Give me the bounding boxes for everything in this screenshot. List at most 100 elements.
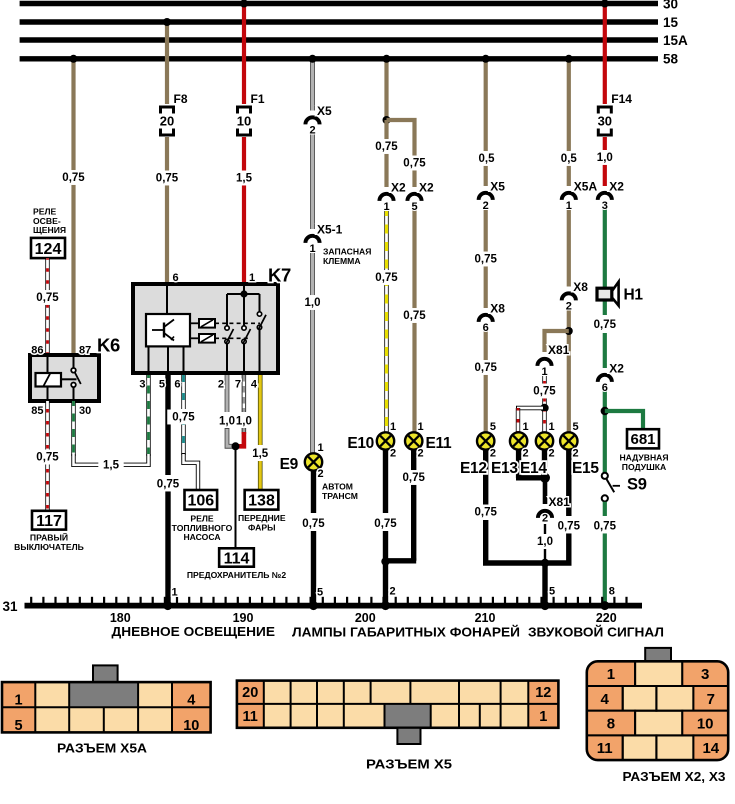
- svg-text:4: 4: [601, 691, 610, 708]
- svg-text:86: 86: [31, 345, 43, 357]
- svg-text:E15: E15: [572, 460, 599, 477]
- svg-text:E12: E12: [460, 460, 487, 477]
- svg-text:114: 114: [224, 550, 250, 567]
- svg-text:K6: K6: [97, 335, 120, 356]
- svg-text:0,75: 0,75: [594, 319, 617, 331]
- svg-text:0,75: 0,75: [172, 412, 195, 424]
- svg-text:ФАРЫ: ФАРЫ: [248, 522, 275, 532]
- svg-text:180: 180: [110, 611, 131, 625]
- svg-text:8: 8: [607, 715, 615, 732]
- svg-text:0,75: 0,75: [475, 362, 498, 374]
- svg-text:РЕЛЕ: РЕЛЕ: [190, 514, 213, 524]
- svg-text:РАЗЪЕМ X5A: РАЗЪЕМ X5A: [57, 741, 148, 756]
- svg-text:10: 10: [697, 715, 714, 732]
- svg-text:ЛАМПЫ ГАБАРИТНЫХ ФОНАРЕЙ: ЛАМПЫ ГАБАРИТНЫХ ФОНАРЕЙ: [292, 625, 520, 640]
- svg-text:6: 6: [602, 382, 608, 394]
- svg-text:1: 1: [607, 666, 615, 683]
- svg-text:2: 2: [542, 513, 548, 525]
- svg-text:11: 11: [597, 740, 613, 757]
- svg-text:X5-1: X5-1: [317, 223, 343, 237]
- svg-text:ДНЕВНОЕ ОСВЕЩЕНИЕ: ДНЕВНОЕ ОСВЕЩЕНИЕ: [112, 625, 276, 639]
- svg-text:30: 30: [79, 405, 91, 417]
- svg-text:5: 5: [411, 201, 417, 213]
- svg-text:3: 3: [701, 666, 709, 683]
- svg-text:ВЫКЛЮЧАТЕЛЬ: ВЫКЛЮЧАТЕЛЬ: [14, 542, 84, 552]
- svg-text:5: 5: [15, 718, 23, 734]
- svg-text:X8: X8: [573, 280, 588, 294]
- svg-text:1: 1: [249, 272, 255, 284]
- svg-text:1: 1: [541, 366, 547, 378]
- svg-text:2: 2: [418, 448, 424, 460]
- svg-text:117: 117: [36, 513, 62, 530]
- svg-text:5: 5: [573, 421, 579, 433]
- svg-text:6: 6: [174, 379, 180, 391]
- svg-text:2: 2: [318, 468, 324, 480]
- svg-text:31: 31: [3, 599, 19, 614]
- svg-text:0,75: 0,75: [475, 507, 498, 519]
- svg-text:1,0: 1,0: [219, 416, 235, 428]
- svg-text:30: 30: [663, 0, 678, 11]
- svg-text:1,5: 1,5: [103, 460, 120, 472]
- svg-text:190: 190: [233, 611, 254, 625]
- svg-text:НАСОСА: НАСОСА: [183, 532, 220, 542]
- svg-text:1: 1: [172, 587, 178, 599]
- svg-text:87: 87: [79, 345, 91, 357]
- svg-text:1: 1: [309, 243, 315, 255]
- svg-text:2: 2: [523, 448, 529, 460]
- svg-text:14: 14: [702, 740, 719, 757]
- svg-text:1: 1: [390, 421, 396, 433]
- svg-text:15: 15: [663, 15, 679, 30]
- svg-text:0,75: 0,75: [62, 172, 85, 184]
- svg-text:6: 6: [173, 272, 179, 284]
- svg-text:5: 5: [159, 379, 165, 391]
- svg-text:5: 5: [549, 586, 555, 598]
- svg-text:11: 11: [243, 709, 258, 725]
- svg-text:0,75: 0,75: [302, 518, 325, 530]
- svg-text:3: 3: [602, 200, 608, 212]
- svg-text:H1: H1: [624, 287, 644, 304]
- svg-text:6: 6: [483, 322, 489, 334]
- svg-text:F14: F14: [611, 92, 632, 106]
- svg-text:0,75: 0,75: [36, 292, 59, 304]
- svg-text:АВТОМ: АВТОМ: [322, 482, 353, 492]
- svg-text:E11: E11: [426, 435, 453, 452]
- svg-text:X2: X2: [419, 181, 434, 195]
- svg-text:E14: E14: [520, 460, 547, 477]
- svg-text:0,75: 0,75: [375, 272, 398, 284]
- svg-text:E9: E9: [280, 456, 299, 473]
- svg-text:ТРАНСМ: ТРАНСМ: [322, 491, 358, 501]
- svg-text:РАЗЪЕМ X5: РАЗЪЕМ X5: [366, 757, 452, 772]
- svg-text:2: 2: [549, 448, 555, 460]
- svg-text:2: 2: [483, 200, 489, 212]
- svg-text:5: 5: [317, 587, 323, 599]
- svg-text:X2: X2: [609, 362, 624, 376]
- svg-text:8: 8: [609, 586, 615, 598]
- svg-text:КЛЕММА: КЛЕММА: [323, 256, 361, 266]
- svg-text:5: 5: [490, 421, 496, 433]
- svg-text:1,5: 1,5: [252, 448, 269, 460]
- svg-text:30: 30: [598, 114, 612, 129]
- svg-text:X5: X5: [317, 104, 332, 118]
- svg-text:НАДУВНАЯ: НАДУВНАЯ: [619, 453, 668, 463]
- svg-text:K7: K7: [268, 265, 291, 286]
- svg-text:1: 1: [523, 421, 529, 433]
- svg-text:4: 4: [251, 379, 258, 391]
- svg-text:20: 20: [160, 114, 174, 129]
- svg-text:681: 681: [630, 431, 655, 448]
- svg-text:1: 1: [418, 421, 424, 433]
- svg-text:2: 2: [309, 125, 315, 137]
- svg-text:0,5: 0,5: [479, 153, 496, 165]
- svg-text:F1: F1: [251, 92, 265, 106]
- svg-text:200: 200: [355, 611, 376, 625]
- svg-text:106: 106: [187, 493, 214, 510]
- svg-text:1: 1: [383, 201, 389, 213]
- svg-text:0,75: 0,75: [375, 141, 398, 153]
- svg-text:58: 58: [663, 52, 679, 67]
- svg-text:F8: F8: [174, 92, 188, 106]
- svg-text:3: 3: [139, 379, 145, 391]
- svg-text:1: 1: [549, 421, 555, 433]
- svg-text:X2: X2: [391, 181, 406, 195]
- svg-text:X81: X81: [549, 495, 571, 509]
- svg-text:ПРЕДОХРАНИТЕЛЬ №2: ПРЕДОХРАНИТЕЛЬ №2: [187, 570, 287, 580]
- svg-text:ЗАПАСНАЯ: ЗАПАСНАЯ: [323, 247, 371, 257]
